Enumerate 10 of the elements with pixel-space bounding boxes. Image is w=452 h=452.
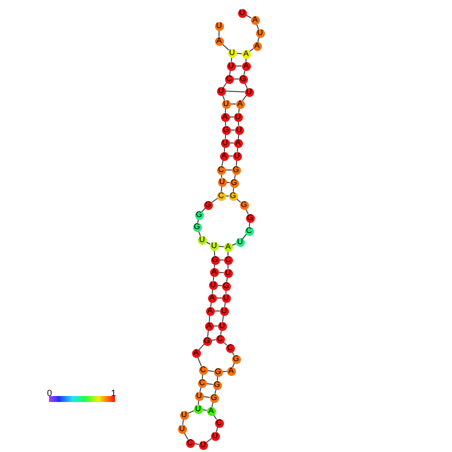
backbone-line — [197, 356, 202, 367]
backbone-line — [212, 414, 218, 420]
backbone-line — [222, 82, 228, 88]
base-pair-line — [224, 90, 246, 92]
backbone-line — [222, 43, 230, 51]
scale-label: 0 — [47, 389, 52, 398]
backbone-line — [218, 30, 220, 38]
base-pair-line — [232, 78, 240, 80]
scale-label: 1 — [111, 389, 116, 398]
base-pair-line — [214, 310, 220, 312]
